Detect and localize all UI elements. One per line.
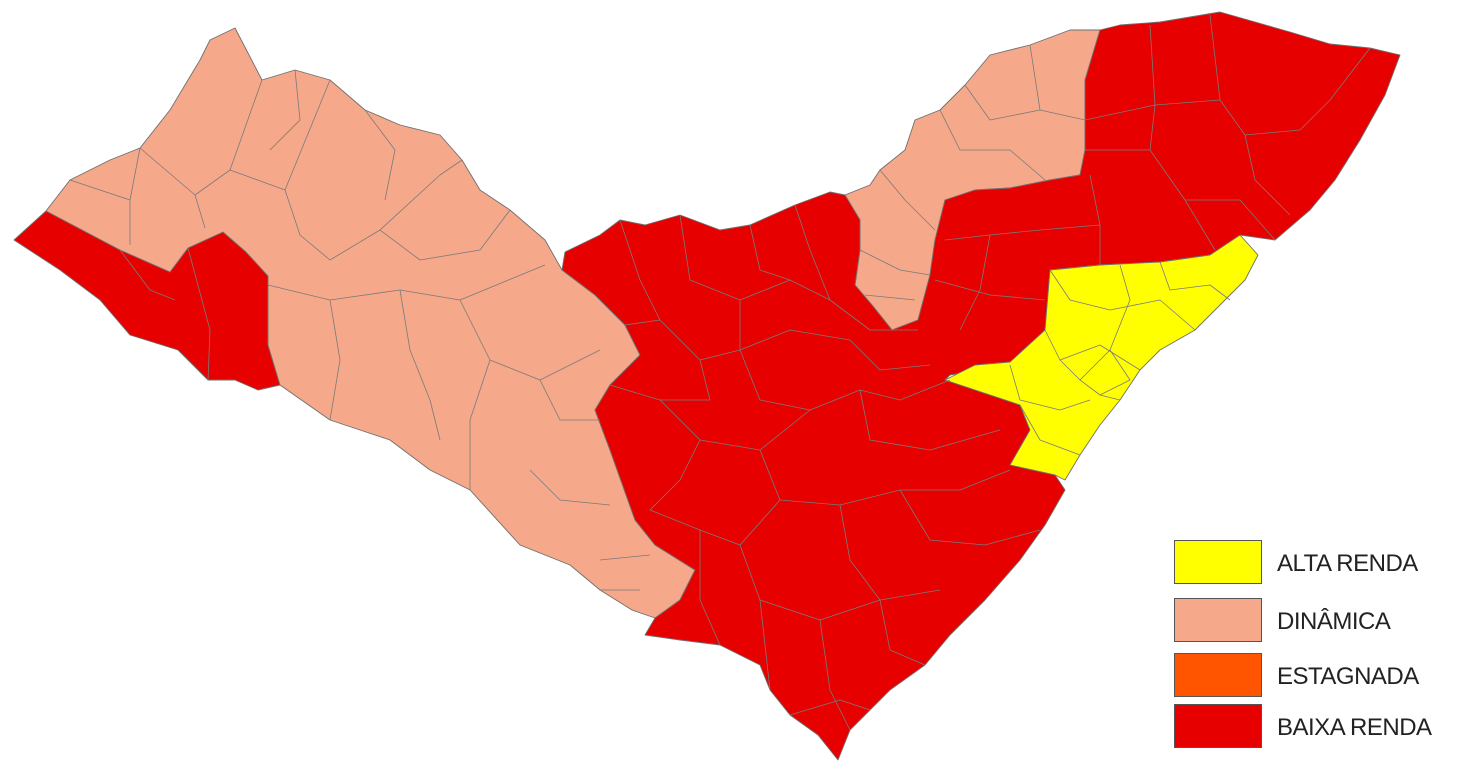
legend-item-baixa-renda: BAIXA RENDA (1174, 704, 1474, 750)
legend-label-dinamica: DINÂMICA (1277, 608, 1391, 635)
legend-item-dinamica: DINÂMICA (1174, 598, 1474, 644)
legend-label-estagnada: ESTAGNADA (1277, 663, 1419, 690)
legend-label-baixa-renda: BAIXA RENDA (1277, 714, 1432, 741)
legend-swatch-estagnada (1174, 653, 1262, 697)
legend-label-alta-renda: ALTA RENDA (1277, 550, 1418, 577)
legend-item-estagnada: ESTAGNADA (1174, 653, 1474, 699)
legend-swatch-dinamica (1174, 598, 1262, 642)
legend-item-alta-renda: ALTA RENDA (1174, 540, 1474, 586)
municipality-boundaries (69, 14, 1371, 731)
legend-swatch-alta-renda (1174, 540, 1262, 584)
legend-swatch-baixa-renda (1174, 704, 1262, 748)
